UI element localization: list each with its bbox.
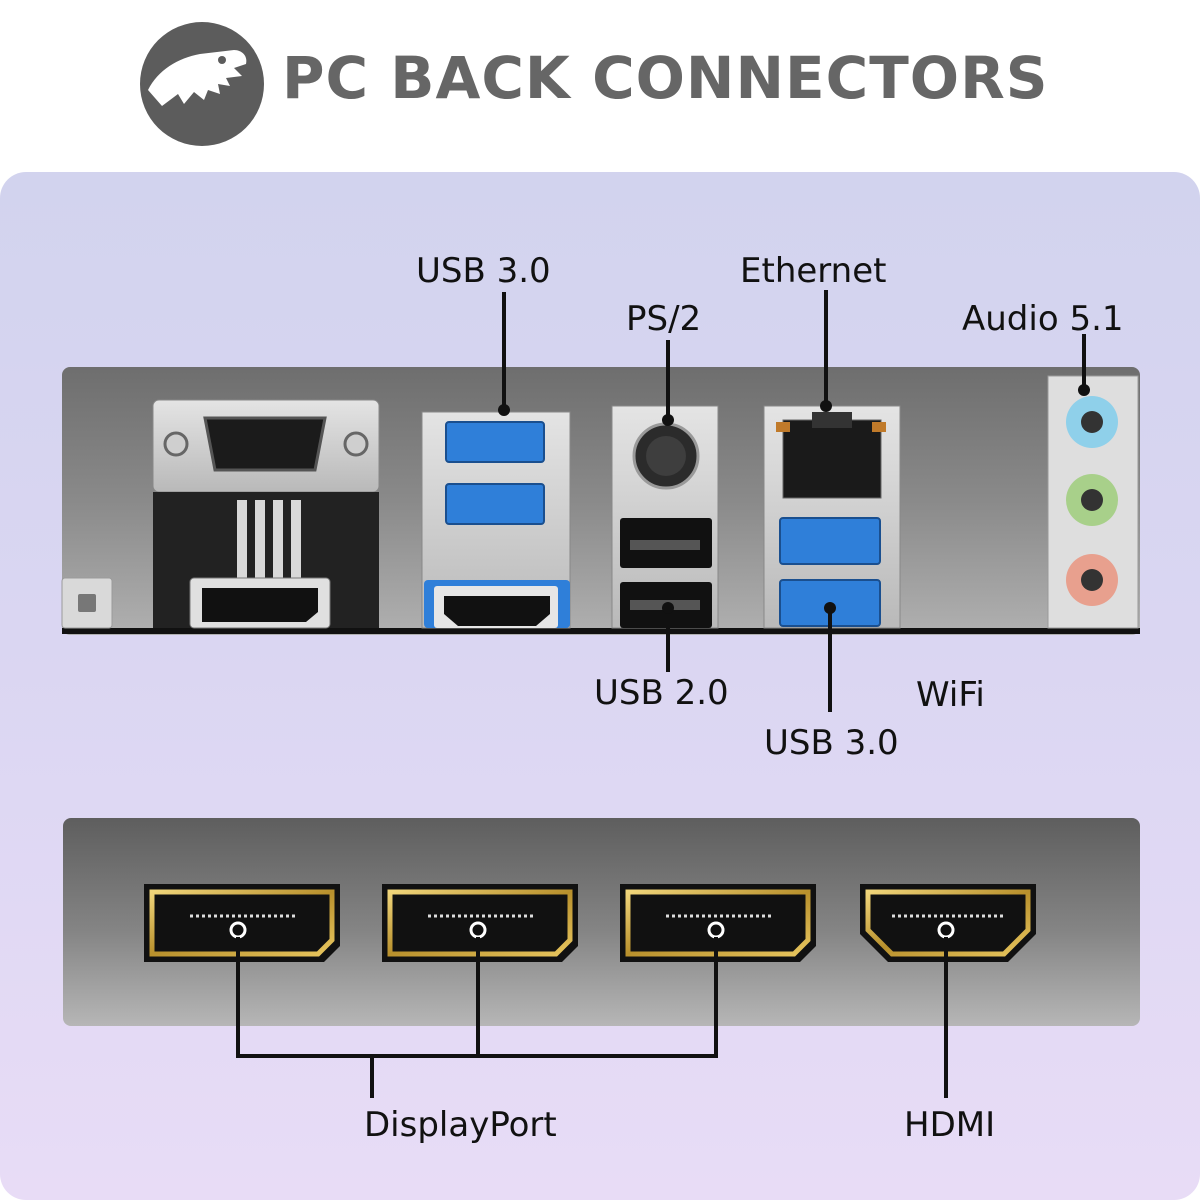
ps2-usb2-stack <box>611 405 719 629</box>
vga-port <box>152 399 380 629</box>
ethernet-usb3-stack <box>763 405 901 629</box>
io-panel-bottom <box>63 818 1140 1026</box>
label-ethernet: Ethernet <box>740 251 887 291</box>
diagram-panel <box>0 172 1200 1200</box>
label-usb3-bottom: USB 3.0 <box>764 723 899 763</box>
page-title: PC BACK CONNECTORS <box>282 44 1049 112</box>
label-audio: Audio 5.1 <box>962 299 1124 339</box>
label-displayport: DisplayPort <box>364 1105 557 1145</box>
label-usb3-top: USB 3.0 <box>416 251 551 291</box>
usb3-hdmi-stack <box>421 411 571 629</box>
clear-cmos-button <box>61 577 113 629</box>
header: PC BACK CONNECTORS <box>0 0 1200 168</box>
label-ps2: PS/2 <box>626 299 702 339</box>
label-hdmi: HDMI <box>904 1105 996 1145</box>
leader-lines-top <box>498 290 1090 712</box>
label-wifi: WiFi <box>916 675 985 715</box>
label-usb2: USB 2.0 <box>594 673 729 713</box>
leader-lines-bottom <box>229 921 955 1098</box>
dinosaur-logo-icon <box>140 22 264 146</box>
audio-jacks <box>1047 375 1139 629</box>
